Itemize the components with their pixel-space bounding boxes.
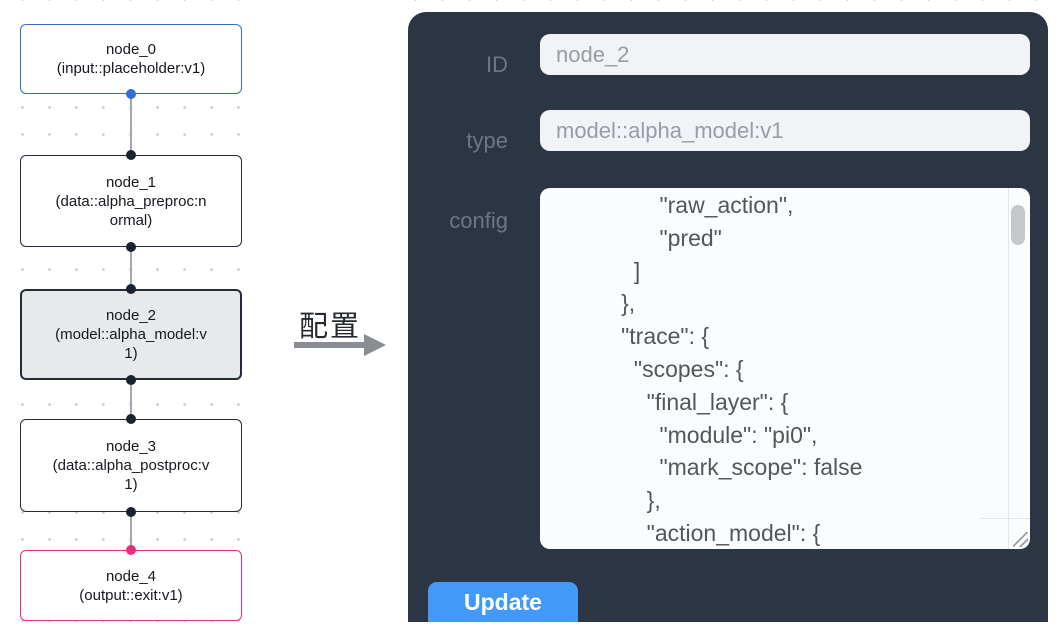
node-type-label: (output::exit:v1) — [79, 586, 183, 604]
node-type-label: (model::alpha_model:v1) — [55, 326, 207, 362]
port-node2-in[interactable] — [126, 284, 136, 294]
port-node4-in[interactable] — [126, 545, 136, 555]
flow-node-node_4[interactable]: node_4 (output::exit:v1) — [20, 550, 242, 621]
node-title: node_2 — [105, 307, 157, 324]
node-config-panel: ID type config "raw_action", "pred" ] },… — [408, 12, 1048, 622]
config-annotation-text: 配置 — [299, 311, 362, 343]
type-field-label: type — [466, 128, 508, 153]
scrollbar-corner-divider — [980, 518, 1030, 519]
vertical-scrollbar-thumb[interactable] — [1011, 205, 1025, 245]
config-field-label: config — [449, 208, 508, 233]
flow-node-node_1[interactable]: node_1 (data::alpha_preproc:normal) — [20, 155, 242, 247]
edge-node1-node2 — [130, 247, 132, 289]
type-input[interactable] — [540, 110, 1030, 151]
node-title: node_1 — [105, 173, 157, 191]
node-type-label: (data::alpha_postproc:v1) — [52, 457, 210, 493]
port-node2-out[interactable] — [126, 375, 136, 385]
port-node3-out[interactable] — [126, 507, 136, 517]
update-button[interactable]: Update — [428, 582, 578, 622]
id-input[interactable] — [540, 34, 1030, 75]
config-json-content: "raw_action", "pred" ] }, "trace": { "sc… — [621, 192, 863, 546]
node-title: node_3 — [105, 438, 157, 455]
flow-node-node_3[interactable]: node_3 (data::alpha_postproc:v1) — [20, 419, 242, 512]
node-title: node_4 — [105, 567, 157, 585]
port-node1-out[interactable] — [126, 242, 136, 252]
node-type-label: (input::placeholder:v1) — [56, 60, 206, 77]
port-node0-out[interactable] — [126, 89, 136, 99]
flow-node-node_0[interactable]: node_0 (input::placeholder:v1) — [20, 24, 242, 94]
node-type-label: (data::alpha_preproc:normal) — [55, 192, 207, 229]
scrollbar-track-divider — [1008, 188, 1009, 549]
edge-node0-node1 — [130, 94, 132, 155]
port-node3-in[interactable] — [126, 414, 136, 424]
id-field-label: ID — [486, 52, 508, 77]
node-title: node_0 — [105, 41, 157, 58]
config-json-textarea[interactable]: "raw_action", "pred" ] }, "trace": { "sc… — [540, 188, 1030, 549]
textarea-resize-handle-icon[interactable] — [1013, 532, 1028, 547]
right-arrow-head-icon — [364, 334, 386, 356]
flow-node-node_2-selected[interactable]: node_2 (model::alpha_model:v1) — [20, 289, 242, 380]
edge-node3-node4 — [130, 512, 132, 550]
edge-node2-node3 — [130, 380, 132, 419]
right-arrow-icon — [294, 342, 366, 348]
port-node1-in[interactable] — [126, 150, 136, 160]
